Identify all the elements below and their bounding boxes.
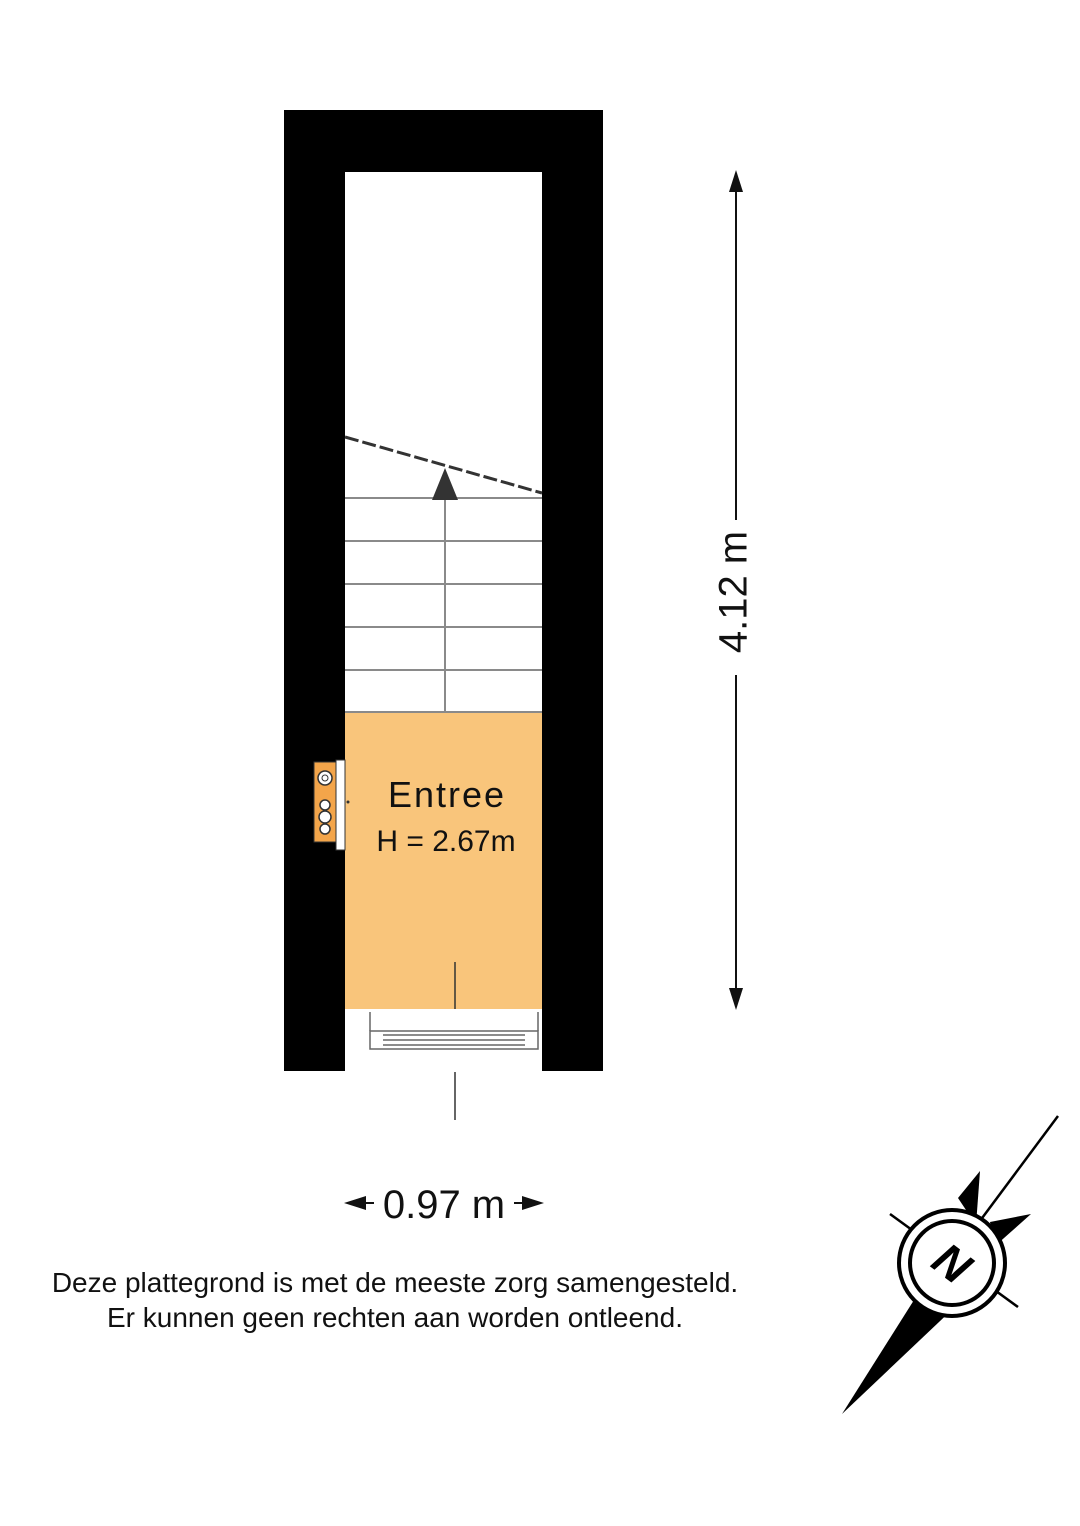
entree-room xyxy=(345,712,542,1009)
depth-label: 4.12 m xyxy=(712,531,756,653)
walls xyxy=(284,110,603,1071)
stair-well xyxy=(345,172,542,712)
stair-direction-arrow-icon xyxy=(432,468,458,500)
room-name-label: Entree xyxy=(388,774,506,815)
disclaimer: Deze plattegrond is met de meeste zorg s… xyxy=(0,1265,790,1335)
disclaimer-line-2: Er kunnen geen rechten aan worden ontlee… xyxy=(107,1302,683,1333)
depth-dimension: 4.12 m xyxy=(712,170,756,1010)
door-threshold xyxy=(369,1012,539,1050)
arrow-up-icon xyxy=(729,170,743,192)
stair-cut-line xyxy=(344,435,543,495)
north-arrow-icon: N xyxy=(842,1115,1060,1414)
meter-cupboard xyxy=(313,759,350,851)
arrow-down-icon xyxy=(729,988,743,1010)
wall-left xyxy=(284,110,345,1071)
width-label: 0.97 m xyxy=(383,1183,505,1227)
disclaimer-line-1: Deze plattegrond is met de meeste zorg s… xyxy=(51,1267,739,1298)
arrow-right-icon xyxy=(522,1196,544,1210)
wall-right xyxy=(542,110,603,1071)
arrow-left-icon xyxy=(344,1196,366,1210)
width-dimension: 0.97 m xyxy=(344,1183,544,1227)
room-height-label: H = 2.67m xyxy=(376,825,515,858)
